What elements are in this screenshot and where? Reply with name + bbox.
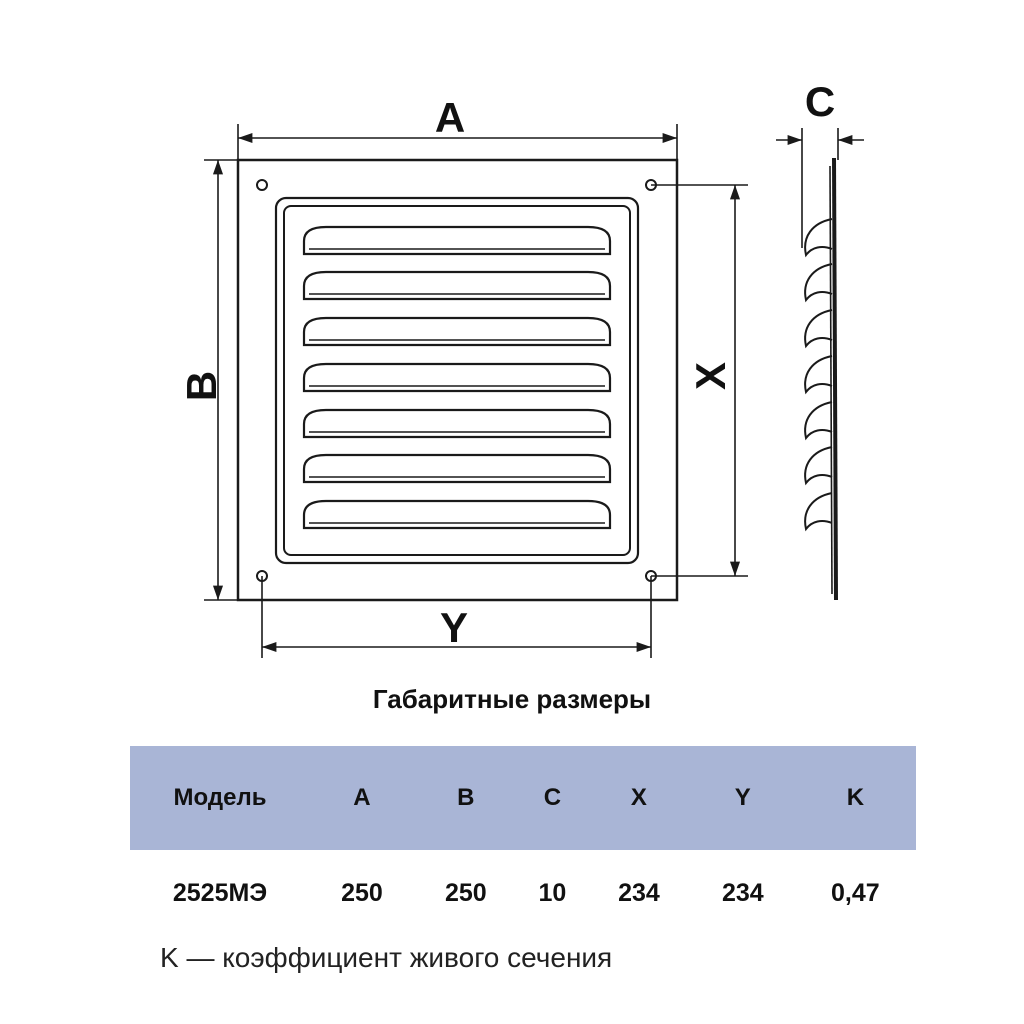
cell-c: 10 [538, 878, 567, 907]
table-header-row: Модель A B C X Y K [130, 746, 916, 850]
header-b: B [413, 746, 518, 850]
grille-drawing: A B X Y C [178, 78, 864, 658]
louver-slat [302, 453, 612, 484]
louvers [302, 225, 612, 530]
front-view [236, 158, 679, 602]
cell-k: 0,47 [831, 878, 880, 907]
cell-y: 234 [721, 878, 764, 907]
label-c: C [805, 78, 835, 125]
label-b: B [178, 371, 225, 401]
cell-x: 234 [618, 878, 660, 907]
side-plate [832, 157, 838, 601]
section-title: Габаритные размеры [372, 684, 652, 714]
side-fin [804, 218, 833, 258]
side-fin [804, 263, 833, 303]
side-view [804, 157, 838, 601]
side-fin [804, 446, 833, 486]
mount-hole-top-left [256, 179, 268, 191]
cell-b: 250 [444, 878, 487, 907]
label-a: A [435, 94, 465, 141]
cell-a: 250 [341, 878, 383, 907]
header-model: Модель [130, 746, 310, 850]
louver-slat [302, 270, 612, 301]
cell-model: 2525МЭ [172, 878, 268, 907]
side-fin [804, 309, 833, 349]
header-c: C [517, 746, 587, 850]
header-y: Y [690, 746, 795, 850]
side-fin [804, 355, 833, 395]
louver-slat [302, 225, 612, 256]
inner-frame-inner [283, 205, 631, 556]
header-a: A [310, 746, 414, 850]
inner-frame-outer [274, 196, 640, 565]
side-fins [804, 218, 833, 532]
header-k: K [794, 746, 916, 850]
louver-slat [302, 408, 612, 439]
louver-slat [302, 499, 612, 530]
footnote: K — коэффициент живого сечения [160, 942, 613, 973]
label-y: Y [440, 604, 468, 651]
side-fin [804, 492, 833, 532]
louver-slat [302, 362, 612, 393]
label-x: X [687, 362, 734, 390]
dimension-lines [204, 124, 748, 658]
spec-table: Модель A B C X Y K 2525МЭ 250 250 10 234… [130, 746, 916, 936]
header-x: X [587, 746, 691, 850]
table-row: 2525МЭ 250 250 10 234 234 0,47 [130, 850, 916, 936]
louver-slat [302, 316, 612, 347]
side-fin [804, 401, 833, 441]
outer-frame [236, 158, 679, 602]
dimension-line-c [776, 128, 864, 248]
